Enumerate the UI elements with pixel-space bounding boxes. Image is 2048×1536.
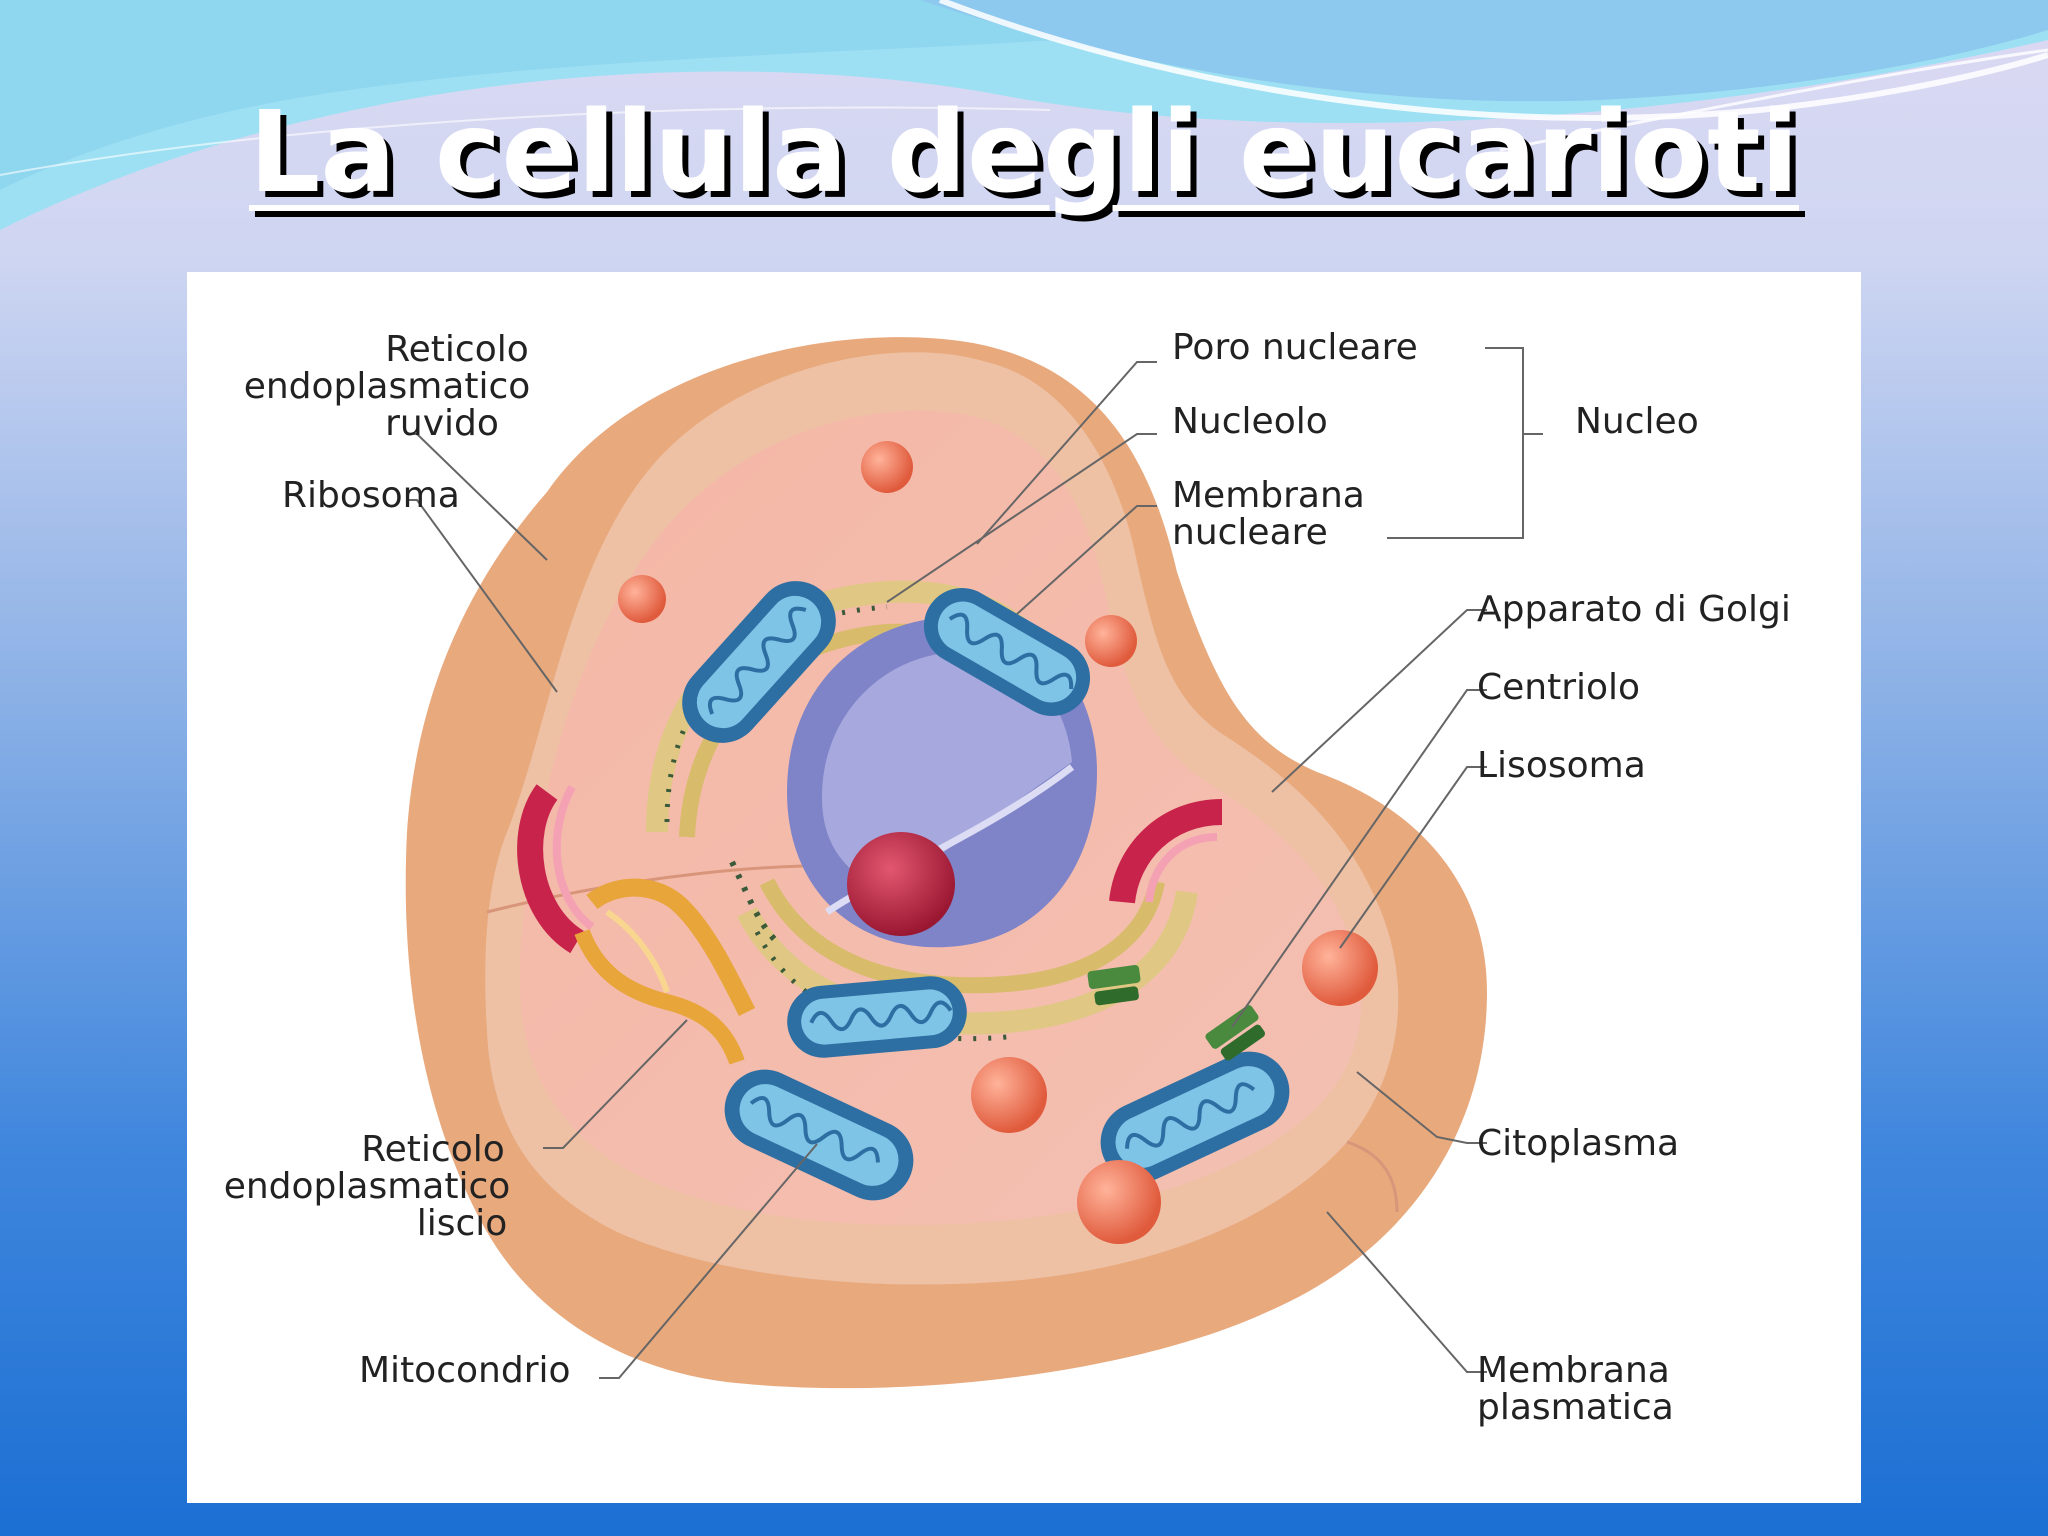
- slide-title: La cellula degli eucarioti: [248, 88, 1799, 218]
- label-lisosoma: Lisosoma: [1477, 745, 1646, 786]
- label-nucleo: Nucleo: [1575, 401, 1699, 442]
- label-ser-line1: Reticolo: [361, 1129, 505, 1170]
- label-mitocondrio: Mitocondrio: [359, 1350, 571, 1391]
- lysosomes: [618, 441, 1378, 1244]
- diagram-labels: Reticolo endoplasmatico ruvido Ribosoma …: [224, 327, 1791, 1428]
- label-centriolo: Centriolo: [1477, 667, 1640, 708]
- label-membrana-nucleare-line2: nucleare: [1172, 512, 1328, 553]
- mitochondria: [682, 581, 1290, 1201]
- leader-lines: [407, 347, 1543, 1379]
- label-poro-nucleare: Poro nucleare: [1172, 327, 1418, 368]
- smooth-er: [574, 878, 756, 1065]
- label-rer-line2: endoplasmatico: [244, 366, 531, 407]
- label-ser-line3: liscio: [417, 1203, 508, 1244]
- label-membrana-nucleare-line1: Membrana: [1172, 475, 1365, 516]
- cell-diagram-panel: Reticolo endoplasmatico ruvido Ribosoma …: [187, 272, 1861, 1503]
- label-rer-line1: Reticolo: [385, 329, 529, 370]
- label-rer-line3: ruvido: [385, 403, 499, 444]
- label-ser-line2: endoplasmatico: [224, 1166, 511, 1207]
- golgi-apparatus: [517, 784, 1223, 954]
- eukaryotic-cell-diagram: Reticolo endoplasmatico ruvido Ribosoma …: [224, 327, 1791, 1428]
- label-nucleolo: Nucleolo: [1172, 401, 1328, 442]
- label-citoplasma: Citoplasma: [1477, 1123, 1679, 1164]
- label-membrana-plasmatica-line2: plasmatica: [1477, 1387, 1674, 1428]
- label-membrana-plasmatica-line1: Membrana: [1477, 1350, 1670, 1391]
- label-apparato-di-golgi: Apparato di Golgi: [1477, 589, 1791, 630]
- label-ribosoma: Ribosoma: [282, 475, 460, 516]
